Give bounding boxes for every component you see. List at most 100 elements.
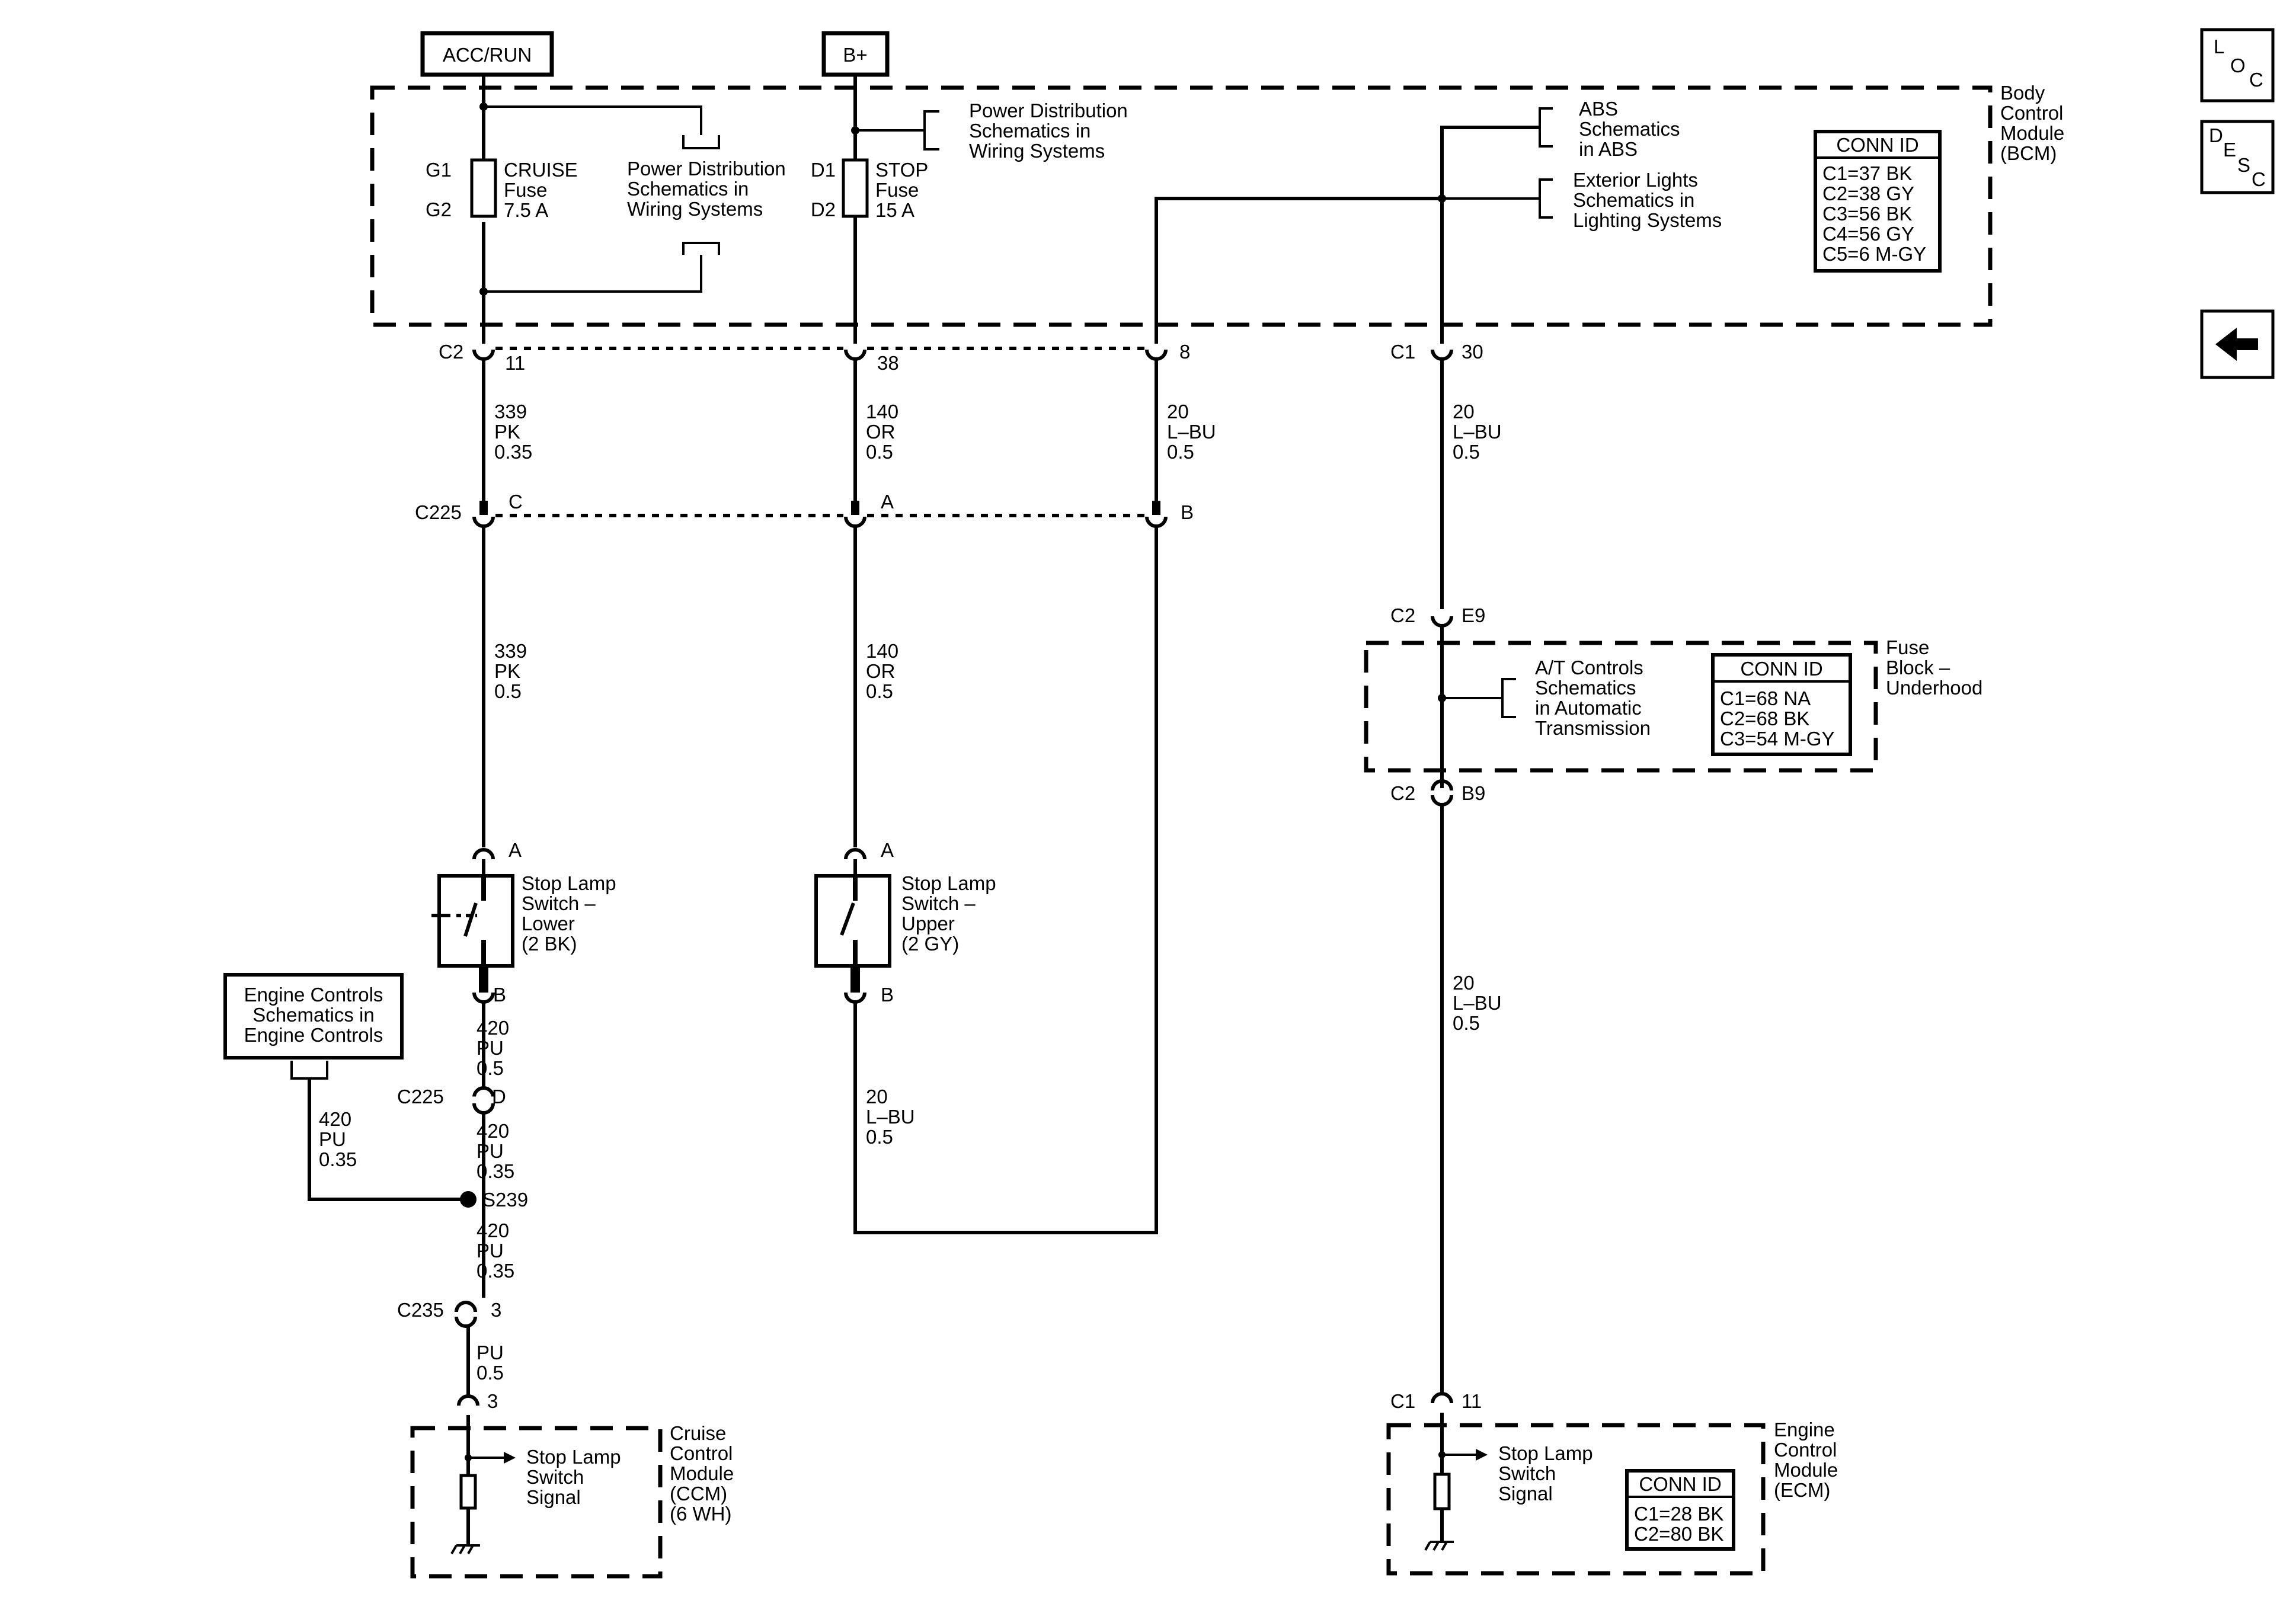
svg-text:Lower: Lower <box>522 913 575 934</box>
back-arrow-icon <box>2215 328 2258 361</box>
svg-text:Module: Module <box>1774 1459 1838 1481</box>
svg-text:C1=37 BK: C1=37 BK <box>1822 162 1912 184</box>
svg-text:PU: PU <box>477 1342 504 1363</box>
svg-text:B: B <box>493 984 506 1006</box>
svg-text:Stop Lamp: Stop Lamp <box>1498 1442 1593 1464</box>
svg-text:O: O <box>2230 55 2246 76</box>
svg-text:Signal: Signal <box>1498 1483 1553 1505</box>
svg-text:E9: E9 <box>1462 604 1485 626</box>
svg-text:L–BU: L–BU <box>1167 421 1216 443</box>
ecm-circuit: ABS Schematics in ABS Exterior Lights Sc… <box>1364 98 1982 1412</box>
svg-text:C235: C235 <box>397 1299 444 1321</box>
svg-text:PU: PU <box>319 1128 346 1150</box>
c225-label: C225 <box>415 501 462 523</box>
svg-text:A/T Controls: A/T Controls <box>1535 657 1643 678</box>
svg-text:C2: C2 <box>1390 782 1415 804</box>
svg-text:B: B <box>1181 501 1194 523</box>
svg-text:Underhood: Underhood <box>1886 677 1982 699</box>
svg-text:420: 420 <box>477 1017 509 1039</box>
svg-text:0.5: 0.5 <box>866 1126 893 1148</box>
svg-text:420: 420 <box>477 1120 509 1142</box>
svg-text:140: 140 <box>866 640 898 662</box>
svg-text:Schematics in: Schematics in <box>627 178 749 200</box>
svg-text:Stop Lamp: Stop Lamp <box>522 872 616 894</box>
svg-text:Cruise: Cruise <box>670 1422 726 1444</box>
svg-text:0.5: 0.5 <box>1453 1012 1480 1034</box>
svg-text:C225: C225 <box>397 1086 444 1108</box>
svg-text:Wiring Systems: Wiring Systems <box>627 198 763 220</box>
svg-text:C: C <box>2252 168 2266 190</box>
desc-button[interactable]: D E S C <box>2200 120 2275 194</box>
svg-text:0.5: 0.5 <box>866 441 893 463</box>
svg-text:(CCM): (CCM) <box>670 1483 727 1505</box>
svg-text:CONN ID: CONN ID <box>1740 658 1822 680</box>
stop-circuit: Power Distribution Schematics in Wiring … <box>811 75 1158 1234</box>
loc-button[interactable]: L O C <box>2200 28 2275 103</box>
cruise-fuse: G1 G2 CRUISE Fuse 7.5 A <box>426 158 578 221</box>
svg-text:Control: Control <box>670 1442 733 1464</box>
svg-text:0.35: 0.35 <box>477 1260 514 1282</box>
svg-text:L–BU: L–BU <box>1453 421 1502 443</box>
svg-text:PU: PU <box>477 1037 504 1059</box>
svg-text:S239: S239 <box>482 1189 528 1211</box>
svg-text:8: 8 <box>1179 341 1190 363</box>
svg-text:Module: Module <box>2000 122 2064 144</box>
svg-text:STOP: STOP <box>875 159 928 181</box>
svg-text:0.5: 0.5 <box>494 680 522 702</box>
svg-text:PK: PK <box>494 660 520 682</box>
svg-text:7.5 A: 7.5 A <box>504 199 548 221</box>
svg-text:Module: Module <box>670 1462 734 1484</box>
svg-text:Block –: Block – <box>1886 657 1950 678</box>
svg-text:339: 339 <box>494 640 527 662</box>
svg-text:C1=68 NA: C1=68 NA <box>1720 687 1811 709</box>
svg-text:0.5: 0.5 <box>477 1057 504 1079</box>
bcm-module: Body Control Module (BCM) CONN ID C1=37 … <box>370 82 2064 327</box>
exterior-lights-ref: Exterior Lights <box>1573 169 1698 191</box>
svg-text:L–BU: L–BU <box>866 1106 915 1128</box>
svg-text:C2=68 BK: C2=68 BK <box>1720 708 1809 729</box>
svg-text:C: C <box>2249 69 2263 91</box>
fuse-block-underhood: A/T Controls Schematics in Automatic Tra… <box>1364 626 1982 788</box>
svg-text:C1: C1 <box>1390 341 1415 363</box>
back-button[interactable] <box>2200 309 2275 379</box>
svg-text:CONN ID: CONN ID <box>1639 1473 1721 1495</box>
svg-text:0.35: 0.35 <box>319 1148 357 1170</box>
svg-text:OR: OR <box>866 660 896 682</box>
svg-text:Switch –: Switch – <box>522 892 596 914</box>
svg-text:L–BU: L–BU <box>1453 992 1502 1014</box>
cruise-circuit: G1 G2 CRUISE Fuse 7.5 A Power Distributi… <box>308 75 786 1412</box>
svg-text:0.5: 0.5 <box>477 1362 504 1384</box>
svg-text:C1: C1 <box>1390 1390 1415 1412</box>
svg-text:C5=6 M-GY: C5=6 M-GY <box>1822 243 1926 265</box>
svg-text:15 A: 15 A <box>875 199 914 221</box>
svg-text:G1: G1 <box>426 159 452 181</box>
svg-text:Signal: Signal <box>526 1486 581 1508</box>
svg-text:140: 140 <box>866 401 898 422</box>
abs-ref: ABS <box>1579 98 1618 120</box>
svg-text:420: 420 <box>477 1219 509 1241</box>
svg-text:Schematics in: Schematics in <box>252 1004 374 1026</box>
stop-lamp-switch-upper: A Stop Lamp Switch – Upper (2 GY) B <box>814 839 996 1006</box>
svg-text:Schematics in: Schematics in <box>1573 189 1694 211</box>
svg-text:PU: PU <box>477 1140 504 1162</box>
svg-text:C4=56 GY: C4=56 GY <box>1822 223 1914 245</box>
svg-text:Schematics: Schematics <box>1579 118 1680 140</box>
svg-text:Switch –: Switch – <box>901 892 976 914</box>
svg-text:L: L <box>2214 36 2224 57</box>
svg-text:Engine: Engine <box>1774 1419 1835 1441</box>
svg-text:Lighting Systems: Lighting Systems <box>1573 209 1722 231</box>
svg-text:20: 20 <box>1453 401 1475 422</box>
ccm-module: Stop Lamp Switch Signal Cruise Control M… <box>410 1415 734 1579</box>
acc-run-source: ACC/RUN <box>420 31 554 77</box>
svg-text:C3=56 BK: C3=56 BK <box>1822 203 1912 225</box>
svg-text:Engine Controls: Engine Controls <box>244 984 383 1006</box>
svg-text:Switch: Switch <box>526 1466 584 1488</box>
svg-text:PU: PU <box>477 1240 504 1262</box>
svg-text:30: 30 <box>1462 341 1483 363</box>
svg-text:C2: C2 <box>1390 604 1415 626</box>
svg-text:339: 339 <box>494 401 527 422</box>
svg-text:0.5: 0.5 <box>1167 441 1194 463</box>
svg-text:3: 3 <box>491 1299 501 1321</box>
svg-text:Stop Lamp: Stop Lamp <box>526 1446 621 1468</box>
